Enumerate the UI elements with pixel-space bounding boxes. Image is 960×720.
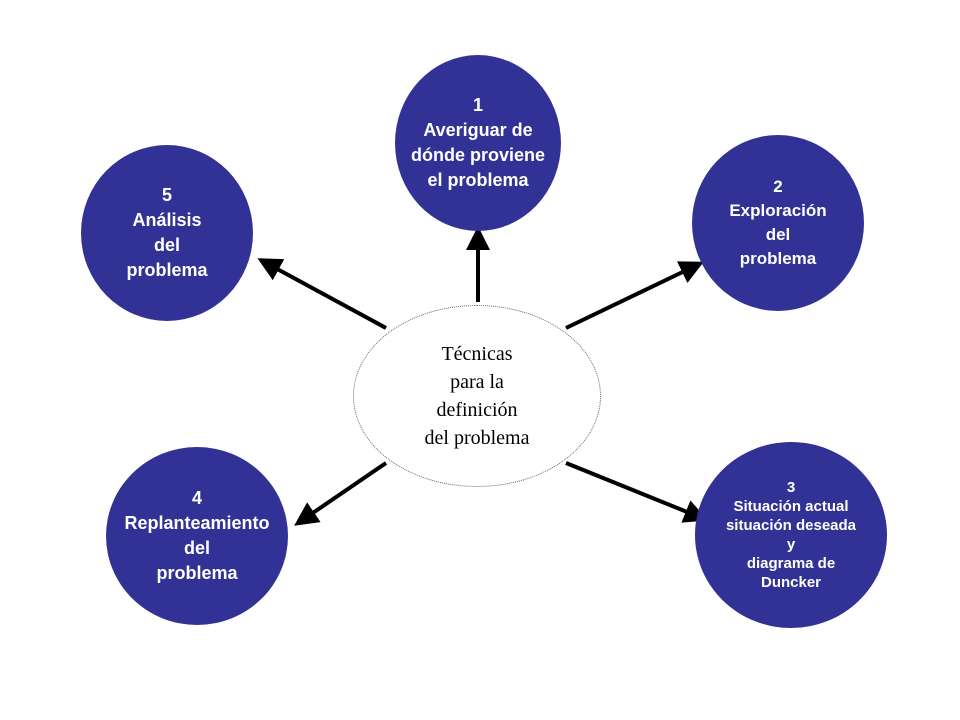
node-2-exploracion: 2 Exploración del problema [692,135,864,311]
center-line: Técnicas [441,343,513,365]
node-5-line: Análisis [132,210,202,230]
node-3-situacion: 3 Situación actual situación deseada y d… [695,442,887,628]
center-line: para la [450,371,504,393]
node-4-line: problema [156,563,238,583]
node-2-line: 2 [773,177,783,196]
node-2-line: problema [739,249,817,268]
node-3-line: y [786,536,796,553]
node-3-line: situación deseada [725,517,857,534]
node-4-line: 4 [191,488,202,508]
node-4-line: Replanteamiento [124,513,270,533]
node-1-line: 1 [472,95,483,115]
node-3-line: Situación actual [733,498,849,515]
node-4-line: del [183,538,210,558]
node-1-line: el problema [427,170,529,190]
node-4-replanteamiento: 4 Replanteamiento del problema [106,447,288,625]
arrow-to-node-3 [565,461,709,523]
node-1-line: dónde proviene [410,145,545,165]
node-5-line: del [153,235,180,255]
node-3-line: Duncker [760,574,822,591]
node-2-line: del [765,225,791,244]
node-1-averiguar: 1 Averiguar de dónde proviene el problem… [395,55,561,231]
arrow-to-node-5 [257,258,387,330]
node-3-line: diagrama de [746,555,836,572]
node-1-line: Averiguar de [423,120,533,140]
node-5-line: 5 [161,185,172,205]
node-5-analisis: 5 Análisis del problema [81,145,253,321]
arrow-to-node-2 [565,261,704,330]
center-line: definición [436,399,518,421]
center-line: del problema [424,427,530,449]
node-2-line: Exploración [729,201,827,220]
node-5-line: problema [126,260,208,280]
arrow-to-node-4 [294,461,388,526]
center-node-tecnicas: Técnicas para la definición del problema [353,305,601,487]
node-3-line: 3 [786,479,796,496]
